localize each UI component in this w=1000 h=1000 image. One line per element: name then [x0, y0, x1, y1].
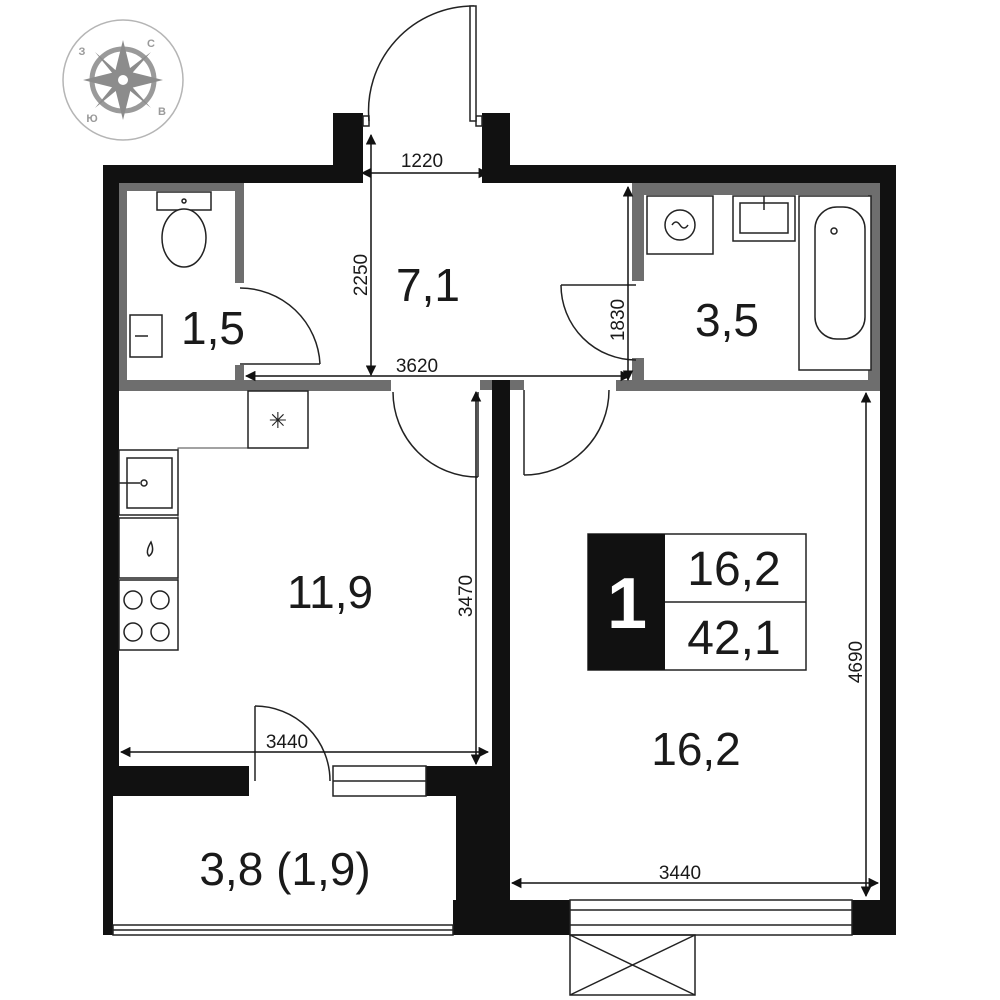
compass-south-label: Ю — [86, 113, 97, 125]
summary-living-area: 16,2 — [687, 543, 780, 596]
room-area-living: 16,2 — [651, 723, 741, 775]
extractor-icon: ✳ — [247, 390, 309, 449]
room-area-bathroom: 3,5 — [695, 294, 759, 346]
room-area-hall: 7,1 — [396, 259, 460, 311]
cooktop-icon — [118, 579, 179, 651]
room-area-toilet: 1,5 — [181, 302, 245, 354]
balcony-door — [254, 705, 331, 782]
area-summary: 1 16,2 42,1 — [587, 533, 807, 671]
kitchen-door — [392, 391, 479, 478]
interior-walls — [119, 183, 880, 391]
dishwasher-icon — [118, 517, 179, 579]
toilet-icon — [156, 191, 212, 268]
svg-text:✳: ✳ — [269, 409, 287, 434]
compass-west-label: З — [79, 46, 86, 58]
exterior-walls — [103, 113, 896, 935]
kitchen-sink-icon — [118, 449, 179, 516]
kitchen-window — [332, 765, 427, 797]
toilet-door — [239, 287, 321, 365]
dim-entrance-width: 1220 — [401, 151, 443, 172]
rooms-count: 1 — [607, 564, 647, 644]
living-window — [569, 899, 853, 936]
dim-corridor-length: 3620 — [396, 356, 438, 377]
compass-north-label: С — [147, 38, 155, 50]
washing-machine-icon — [646, 195, 714, 255]
living-door — [523, 389, 610, 476]
toilet-sink-icon — [129, 314, 163, 358]
loggia — [112, 924, 454, 936]
compass-east-label: В — [158, 106, 166, 118]
summary-total-area: 42,1 — [687, 612, 780, 665]
dim-bath-depth: 1830 — [608, 299, 629, 341]
dim-living-width: 3440 — [659, 863, 701, 884]
dim-kitchen-width: 3440 — [266, 732, 308, 753]
dim-kitchen-depth: 3470 — [456, 575, 477, 617]
dim-living-depth: 4690 — [846, 641, 867, 683]
room-area-loggia: 3,8 (1,9) — [199, 843, 370, 895]
compass: З С Ю В — [62, 19, 184, 141]
room-area-kitchen: 11,9 — [287, 566, 373, 618]
dim-hall-depth: 2250 — [351, 254, 372, 296]
bathroom-sink-icon — [732, 195, 796, 242]
dimension-lines — [119, 133, 880, 898]
bathtub-icon — [798, 195, 872, 371]
entrance-door — [362, 5, 483, 127]
french-balcony — [569, 934, 696, 996]
